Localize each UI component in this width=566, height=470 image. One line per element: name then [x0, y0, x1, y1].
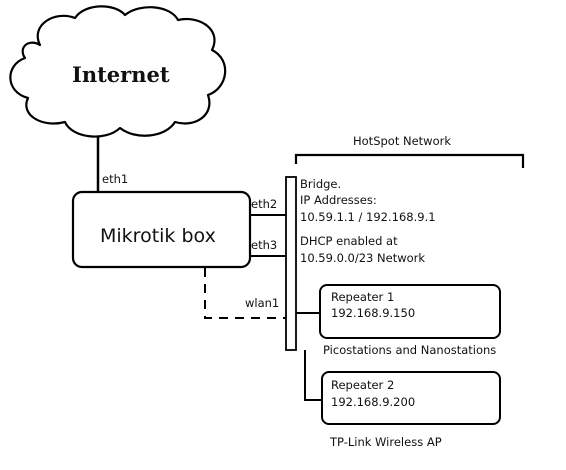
mikrotik-box-label: Mikrotik box [100, 225, 216, 247]
repeater-2-name: Repeater 2 [331, 378, 395, 392]
eth1-label: eth1 [102, 172, 129, 186]
dhcp-label: DHCP enabled at [300, 234, 398, 248]
mikrotik-box-shape [71, 190, 252, 269]
bridge-label: Bridge. [300, 177, 342, 191]
repeater-2-caption: TP-Link Wireless AP [330, 435, 442, 449]
ip-addresses-value: 10.59.1.1 / 192.168.9.1 [300, 210, 436, 224]
wlan1-label: wlan1 [245, 296, 280, 310]
internet-label: Internet [72, 62, 170, 87]
repeater-2-ip: 192.168.9.200 [331, 395, 416, 409]
repeater-1-name: Repeater 1 [331, 290, 395, 304]
hotspot-bracket [294, 153, 525, 168]
hotspot-network-title: HotSpot Network [353, 134, 452, 148]
repeater-2-box [321, 371, 501, 425]
eth2-label: eth2 [251, 197, 278, 211]
eth3-label: eth3 [251, 238, 278, 252]
repeater-1-caption: Picostations and Nanostations [323, 343, 497, 357]
wlan1-link [204, 268, 286, 319]
repeater-1-box [319, 284, 501, 339]
ip-addresses-label: IP Addresses: [300, 193, 377, 207]
internet-cloud-shape [9, 5, 227, 138]
repeater-2-link [304, 350, 322, 401]
repeater-1-ip: 192.168.9.150 [331, 306, 416, 320]
bridge-bar [285, 176, 297, 351]
dhcp-network-value: 10.59.0.0/23 Network [300, 251, 426, 265]
